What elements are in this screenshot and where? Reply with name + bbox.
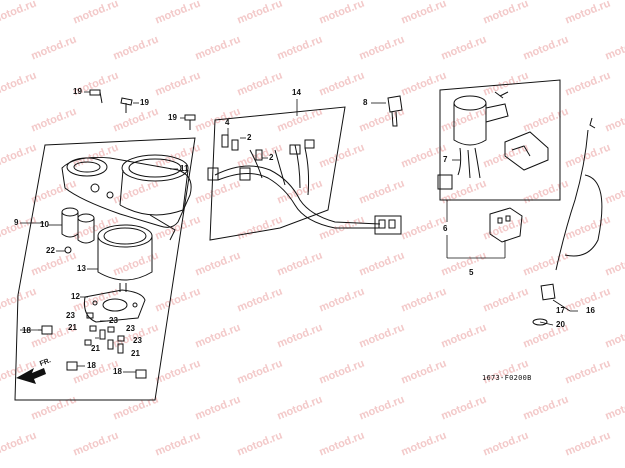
- callout-18-b: 18: [87, 361, 96, 370]
- bulb-drawing-2b: [255, 149, 263, 161]
- nut-drawing-3: [135, 369, 147, 379]
- callout-10: 10: [40, 220, 49, 229]
- callout-4: 4: [225, 118, 230, 127]
- callout-6: 6: [443, 224, 448, 233]
- callout-5: 5: [469, 268, 474, 277]
- callout-23-c: 23: [126, 324, 135, 333]
- callout-19-b: 19: [140, 98, 149, 107]
- screws-drawing: [89, 89, 196, 130]
- speedometer-cable-drawing: [532, 117, 603, 326]
- bulb-drawing-2a: [231, 139, 239, 151]
- callout-19-a: 19: [73, 87, 82, 96]
- harness-group-frame: [209, 106, 346, 241]
- ignition-switch-drawing: [437, 91, 549, 190]
- callout-23-d: 23: [133, 336, 142, 345]
- bulb-sockets-drawing: [84, 312, 125, 354]
- switch-group-frame: [439, 79, 561, 201]
- callout-17: 17: [556, 306, 565, 315]
- callout-21-b: 21: [91, 344, 100, 353]
- callout-23-b: 23: [109, 316, 118, 325]
- leader-lines: [20, 91, 578, 373]
- callout-18-a: 18: [22, 326, 31, 335]
- bulb-drawing-4: [221, 134, 229, 148]
- callout-13: 13: [77, 264, 86, 273]
- switch-cover-drawing: [489, 207, 523, 243]
- callout-2-b: 2: [269, 153, 274, 162]
- callout-20: 20: [556, 320, 565, 329]
- screw-drawing: [64, 246, 72, 254]
- key-drawing: [387, 95, 403, 127]
- callout-18-c: 18: [113, 367, 122, 376]
- diagram-code: 1673-F0200B: [482, 374, 532, 382]
- callout-22: 22: [46, 246, 55, 255]
- meter-case-drawing: [61, 154, 192, 241]
- callout-19-c: 19: [168, 113, 177, 122]
- cushion-drawing: [61, 207, 95, 244]
- nut-drawing-2: [66, 361, 78, 371]
- instrument-group-frame: [14, 137, 196, 401]
- callout-8: 8: [363, 98, 368, 107]
- callout-16: 16: [586, 306, 595, 315]
- wire-harness-drawing: [207, 139, 402, 235]
- front-direction-arrow: [16, 368, 46, 384]
- callout-21-a: 21: [68, 323, 77, 332]
- nut-drawing-1: [41, 325, 53, 335]
- callout-21-c: 21: [131, 349, 140, 358]
- callout-12: 12: [71, 292, 80, 301]
- callout-7: 7: [443, 155, 448, 164]
- callout-11: 11: [180, 164, 189, 173]
- gasket-drawing: [84, 289, 146, 323]
- speedometer-drawing: [97, 224, 153, 292]
- callout-9: 9: [14, 218, 19, 227]
- callout-2-a: 2: [247, 133, 252, 142]
- callout-14: 14: [292, 88, 301, 97]
- callout-23-a: 23: [66, 311, 75, 320]
